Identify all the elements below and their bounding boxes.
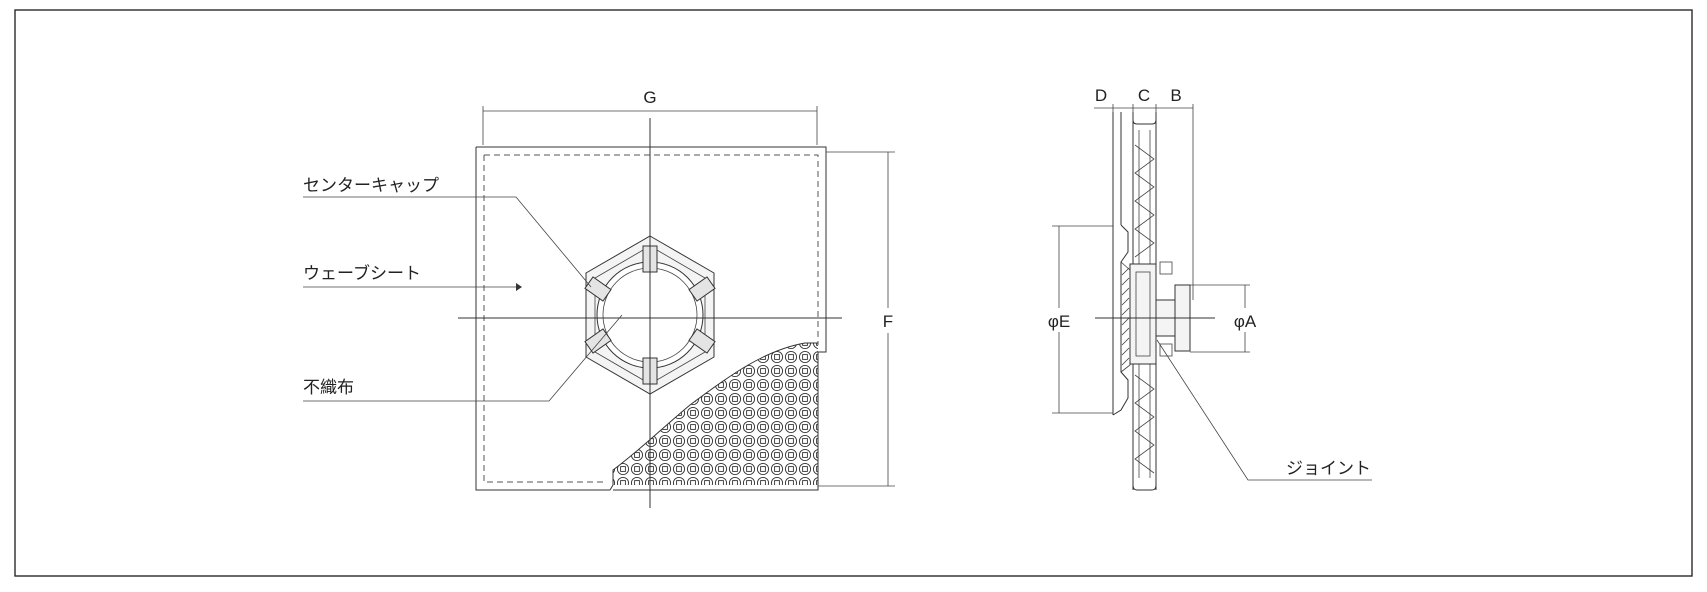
sheet-outline-top [476, 146, 827, 353]
leader-wave-sheet-arrow [516, 283, 522, 291]
leader-center-cap [303, 196, 592, 288]
joint-housing-inner [1135, 271, 1151, 357]
cutaway-edge [612, 342, 818, 485]
cap-tab-lower-right [688, 328, 716, 354]
front-view: G F センターキャップ ウェーブシート 不織布 [303, 88, 895, 508]
plate-d-profile [1112, 224, 1129, 416]
cap-tab-upper-left [584, 276, 612, 302]
dim-label-c: C [1138, 86, 1150, 105]
filter-bottom-cap [1132, 484, 1157, 491]
dim-label-a: φA [1234, 312, 1257, 331]
leader-joint [1156, 339, 1372, 481]
side-view: D C B φE φA ジョイント [1048, 86, 1372, 491]
drawing-frame [14, 9, 1693, 577]
label-wave-sheet: ウェーブシート [303, 263, 421, 283]
dim-label-f: F [883, 312, 893, 331]
dim-label-b: B [1170, 86, 1181, 105]
dim-label-e: φE [1048, 312, 1070, 331]
dim-label-g: G [643, 88, 656, 107]
dim-label-d: D [1095, 86, 1107, 105]
joint-clip-top [1159, 261, 1173, 275]
label-center-cap: センターキャップ [303, 176, 439, 195]
cap-tab-lower-left [584, 328, 612, 354]
joint-housing [1129, 263, 1157, 365]
joint-clip-bottom [1159, 343, 1173, 357]
filter-corrugation [1134, 144, 1155, 474]
label-nonwoven: 不織布 [303, 378, 354, 397]
leader-nonwoven [303, 314, 623, 402]
plate-hatching [1121, 267, 1130, 366]
cap-tab-upper-right [688, 276, 716, 302]
filter-top-cap [1132, 112, 1157, 125]
wave-sheet-dashed-outline [483, 154, 819, 483]
label-joint: ジョイント [1286, 459, 1371, 478]
